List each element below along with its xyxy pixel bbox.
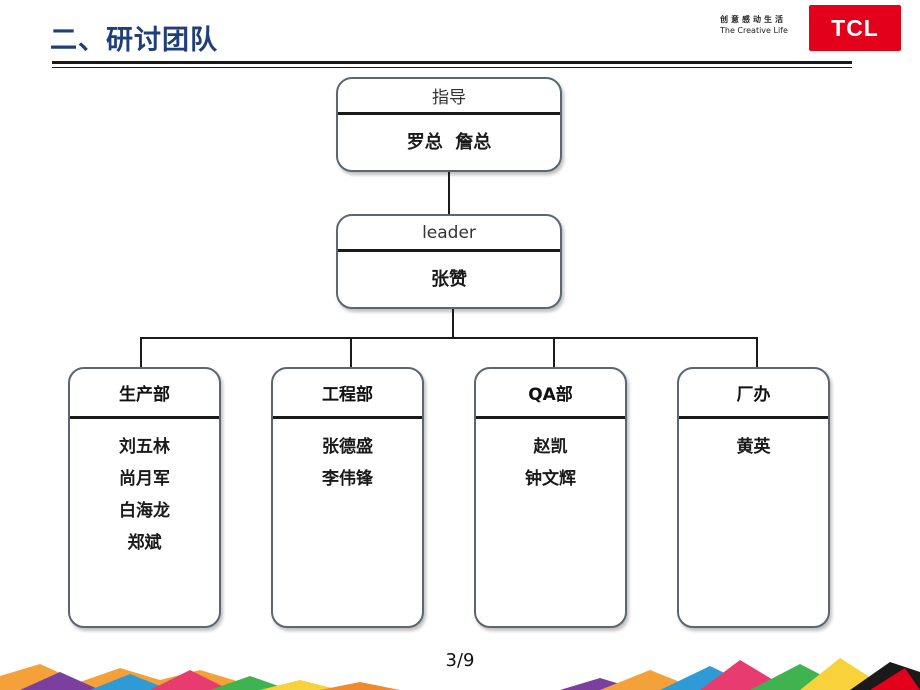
- leader-box: leader 张赞: [336, 214, 562, 309]
- dept-label: 厂办: [679, 369, 828, 419]
- page-number: 3/9: [445, 650, 475, 671]
- connector-dept-4: [756, 337, 758, 367]
- title-rule: [52, 61, 852, 64]
- dept-label: 工程部: [273, 369, 422, 419]
- tcl-logo: TCL: [809, 5, 901, 51]
- connector-dept-3: [553, 337, 555, 367]
- advisor-box: 指导 罗总 詹总: [336, 77, 562, 172]
- connector-advisor-leader: [448, 172, 450, 214]
- dept-members: 赵凯 钟文辉: [476, 419, 625, 495]
- dept-box-qa: QA部 赵凯 钟文辉: [474, 367, 627, 628]
- dept-box-office: 厂办 黄英: [677, 367, 830, 628]
- dept-box-production: 生产部 刘五林 尚月军 白海龙 郑斌: [68, 367, 221, 628]
- member-name: 赵凯: [533, 437, 568, 457]
- connector-leader-down: [452, 309, 454, 338]
- decorative-footer-band: [0, 658, 920, 690]
- slogan-cn: 创意感动生活: [720, 15, 786, 24]
- leader-names: 张赞: [431, 269, 467, 290]
- connector-horizontal: [140, 337, 758, 339]
- member-name: 李伟锋: [322, 469, 373, 489]
- member-name: 黄英: [736, 437, 771, 457]
- leader-label: leader: [338, 216, 560, 252]
- advisor-names: 罗总 詹总: [406, 132, 492, 153]
- member-name: 尚月军: [119, 469, 170, 489]
- dept-label: 生产部: [70, 369, 219, 419]
- connector-dept-2: [350, 337, 352, 367]
- dept-box-engineering: 工程部 张德盛 李伟锋: [271, 367, 424, 628]
- slogan-en: The Creative Life: [720, 26, 788, 35]
- member-name: 郑斌: [127, 533, 162, 553]
- dept-members: 张德盛 李伟锋: [273, 419, 422, 495]
- member-name: 钟文辉: [525, 469, 576, 489]
- advisor-label: 指导: [338, 79, 560, 115]
- connector-dept-1: [140, 337, 142, 367]
- member-name: 张德盛: [322, 437, 373, 457]
- dept-members: 刘五林 尚月军 白海龙 郑斌: [70, 419, 219, 559]
- member-name: 白海龙: [119, 501, 170, 521]
- dept-members: 黄英: [679, 419, 828, 463]
- slide-title: 二、研讨团队: [50, 25, 218, 56]
- brand-slogan: 创意感动生活 The Creative Life: [720, 14, 788, 36]
- dept-label: QA部: [476, 369, 625, 419]
- member-name: 刘五林: [119, 437, 170, 457]
- title-rule-thin: [52, 67, 852, 68]
